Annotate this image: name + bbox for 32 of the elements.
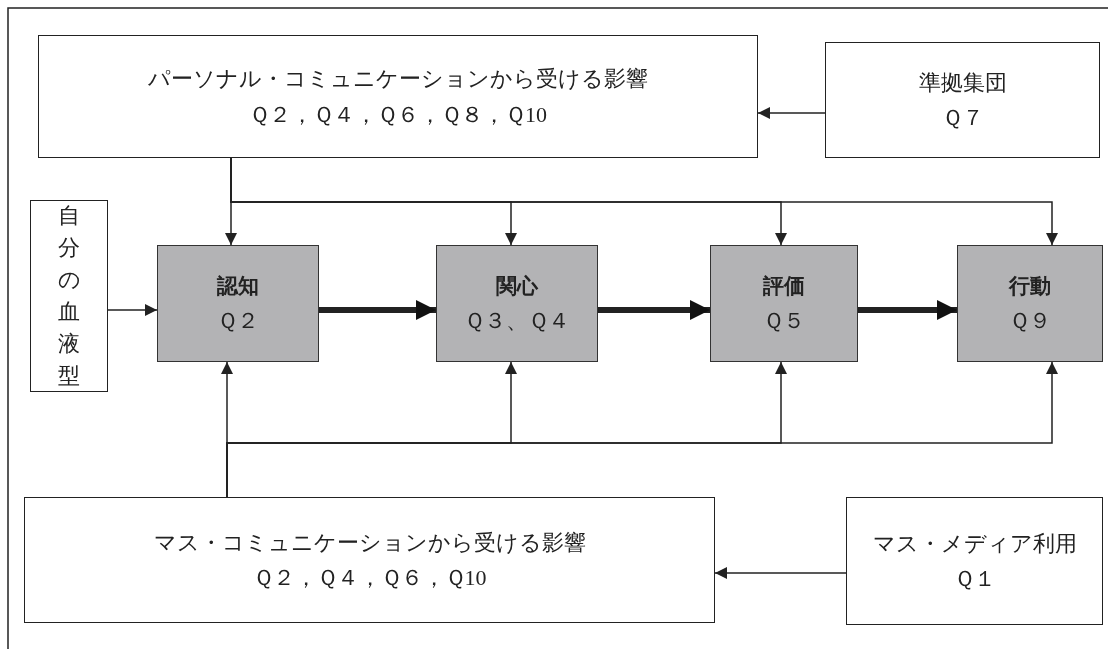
question-numbers: Ｑ２，Ｑ４，Ｑ６，Ｑ10 bbox=[252, 564, 487, 592]
arrow bbox=[757, 107, 826, 119]
box-heading: マス・メディア利用 bbox=[872, 529, 1077, 558]
question-numbers: Ｑ１ bbox=[953, 565, 996, 593]
stage-box bbox=[957, 245, 1103, 362]
question-numbers: Ｑ５ bbox=[763, 306, 805, 335]
arrow bbox=[598, 300, 710, 320]
question-numbers: Ｑ２ bbox=[217, 306, 259, 335]
influence-box bbox=[38, 35, 758, 158]
box-heading: 行動 bbox=[1009, 273, 1051, 300]
arrow bbox=[714, 567, 847, 579]
question-numbers: Ｑ９ bbox=[1009, 306, 1051, 335]
stage-box bbox=[157, 245, 319, 362]
question-numbers: Ｑ２，Ｑ４，Ｑ６，Ｑ８，Ｑ10 bbox=[249, 100, 547, 129]
influence-box bbox=[846, 497, 1103, 625]
question-numbers: Ｑ３、Ｑ４ bbox=[464, 306, 570, 335]
vertical-label: 自分の血液型 bbox=[57, 202, 81, 390]
stage-box bbox=[436, 245, 598, 362]
influence-box bbox=[825, 42, 1100, 158]
box-heading: 評価 bbox=[763, 273, 805, 300]
box-heading: パーソナル・コミュニケーションから受ける影響 bbox=[148, 65, 648, 94]
blood-type-box bbox=[30, 200, 108, 392]
arrow bbox=[319, 300, 436, 320]
box-heading: マス・コミュニケーションから受ける影響 bbox=[153, 528, 586, 557]
box-heading: 準拠集団 bbox=[918, 68, 1007, 97]
box-heading: 関心 bbox=[496, 273, 538, 300]
stage-box bbox=[710, 245, 858, 362]
box-heading: 認知 bbox=[217, 273, 259, 300]
arrow bbox=[107, 304, 158, 316]
question-numbers: Ｑ７ bbox=[941, 104, 984, 132]
influence-box bbox=[24, 497, 715, 623]
arrow bbox=[858, 300, 957, 320]
